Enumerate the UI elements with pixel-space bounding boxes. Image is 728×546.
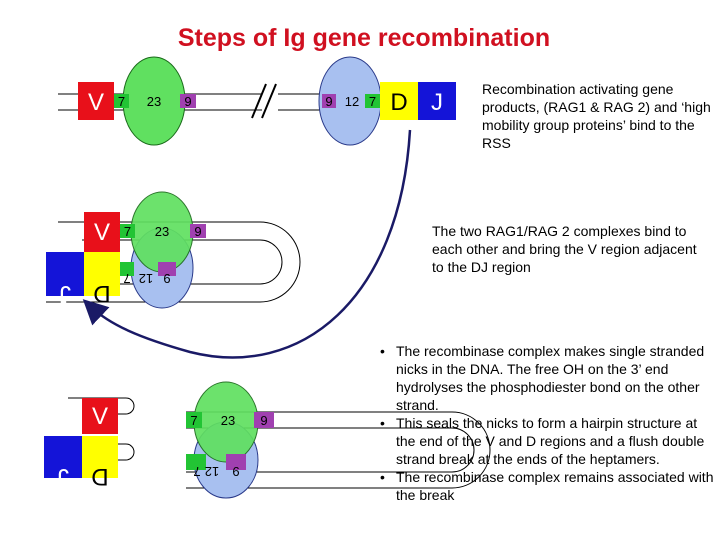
nonamer-label: 9 [194, 224, 201, 239]
nonamer [158, 262, 176, 276]
d-segment-label: D [91, 463, 108, 490]
v-hairpin [68, 397, 135, 415]
process-arrow [82, 129, 412, 359]
bullet-item: This seals the nicks to form a hairpin s… [378, 414, 718, 468]
j-segment [46, 252, 84, 296]
bullet-item: The recombinase complex makes single str… [378, 342, 718, 414]
heptamer-label: 7 [124, 224, 131, 239]
heptamer-label: 7 [118, 94, 125, 109]
heptamer-label: 7 [123, 271, 130, 286]
nonamer [254, 412, 274, 428]
spacer-23-label: 23 [155, 224, 169, 239]
cleavage-bullet-list: The recombinase complex makes single str… [378, 342, 718, 504]
heptamer-label: 7 [369, 94, 376, 109]
heptamer [114, 94, 129, 108]
complex-join-note: The two RAG1/RAG 2 complexes bind to eac… [432, 223, 697, 275]
sequence-break-mark [261, 83, 277, 119]
v-segment [82, 398, 118, 434]
heptamer [120, 224, 135, 238]
j-segment-label: J [59, 280, 71, 307]
d-segment-label: D [390, 89, 407, 116]
spacer-23-label: 23 [221, 413, 235, 428]
bullet-item: The recombinase complex remains associat… [378, 468, 718, 504]
sequence-break-mark [251, 83, 267, 119]
nonamer-label: 9 [260, 413, 267, 428]
nonamer [180, 94, 196, 108]
page-title: Steps of Ig gene recombination [177, 24, 551, 52]
rag-binding-note: Recombination activating gene products, … [482, 81, 711, 151]
stage-2-synapsis: V 7 23 9 7 12 9 D J [46, 191, 301, 309]
d-segment-label: D [93, 280, 110, 307]
heptamer [365, 94, 380, 108]
nonamer-label: 9 [163, 271, 170, 286]
j-segment [44, 436, 82, 478]
spacer-12-label: 12 [139, 271, 153, 286]
dna-loop-outer [46, 221, 301, 303]
v-segment-label: V [94, 219, 110, 246]
heptamer [120, 262, 134, 276]
d-segment [82, 436, 118, 478]
nonamer-label: 9 [325, 94, 332, 109]
v-segment [78, 82, 114, 120]
heptamer-label: 7 [193, 464, 200, 479]
nonamer [190, 224, 206, 238]
j-segment [418, 82, 456, 120]
heptamer [186, 454, 206, 470]
d-segment [84, 252, 120, 296]
spacer-12-label: 12 [345, 94, 359, 109]
d-segment [380, 82, 418, 120]
v-segment-label: V [88, 89, 104, 116]
stage-1-germline: V 7 23 9 9 12 7 D J [58, 56, 456, 146]
spacer-23-label: 23 [147, 94, 161, 109]
nonamer-label: 9 [184, 94, 191, 109]
d-hairpin [58, 443, 135, 461]
nonamer [322, 94, 336, 108]
v-segment-label: V [92, 403, 108, 430]
nonamer [226, 454, 246, 470]
j-segment-label: J [57, 463, 69, 490]
stage-3-cleavage: V D J 7 23 9 7 12 9 [44, 381, 491, 499]
v-segment [84, 212, 120, 252]
spacer-12-label: 12 [205, 464, 219, 479]
dna-loop-inner [82, 239, 283, 285]
heptamer [186, 412, 202, 428]
nonamer-label: 9 [232, 464, 239, 479]
j-segment-label: J [431, 89, 443, 116]
heptamer-label: 7 [190, 413, 197, 428]
